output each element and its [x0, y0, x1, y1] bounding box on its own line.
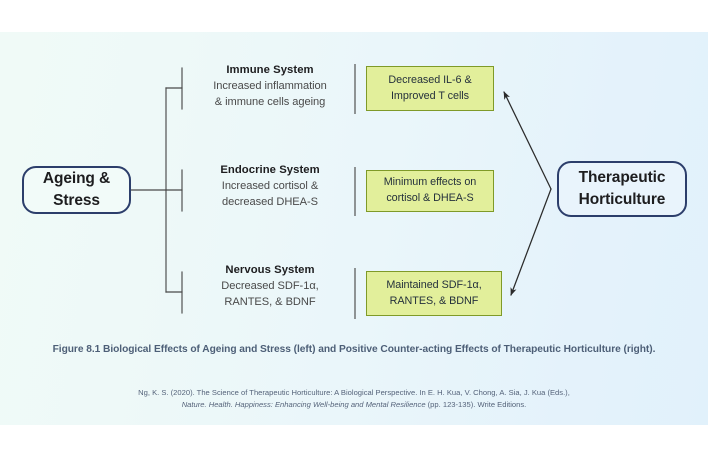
- outcome-nervous-line2: RANTES, & BDNF: [389, 294, 479, 307]
- citation-book-title: Nature. Health. Happiness: Enhancing Wel…: [181, 399, 426, 409]
- figure-caption: Figure 8.1 Biological Effects of Ageing …: [52, 344, 656, 355]
- citation-line2: Nature. Health. Happiness: Enhancing Wel…: [0, 399, 708, 411]
- outcome-endocrine-line1: Minimum effects on: [383, 176, 477, 189]
- therapeutic-horticulture-line2: Horticulture: [578, 191, 666, 208]
- ageing-stress-line1: Ageing &: [42, 169, 111, 187]
- therapeutic-horticulture-line1: Therapeutic: [578, 168, 666, 186]
- system-desc-immune: Increased inflammation & immune cells ag…: [185, 79, 355, 111]
- figure-canvas: Ageing & Stress Therapeutic Horticulture…: [0, 32, 708, 425]
- system-desc-immune-line2: & immune cells ageing: [214, 95, 326, 108]
- node-therapeutic-horticulture: Therapeutic Horticulture: [557, 161, 687, 217]
- outcome-box-nervous: Maintained SDF-1α, RANTES, & BDNF: [366, 271, 502, 316]
- ageing-stress-line2: Stress: [53, 192, 100, 209]
- system-desc-endocrine: Increased cortisol & decreased DHEA-S: [185, 179, 355, 211]
- system-desc-nervous-line1: Decreased SDF-1α,: [221, 280, 319, 292]
- figure-citation: Ng, K. S. (2020). The Science of Therape…: [0, 387, 708, 411]
- outcome-immune-line2: Improved T cells: [390, 89, 469, 102]
- arrow-to-immune-outcome: [503, 91, 552, 190]
- node-ageing-and-stress: Ageing & Stress: [22, 166, 131, 214]
- system-group-nervous: Nervous System Decreased SDF-1α, RANTES,…: [185, 264, 355, 311]
- outcome-box-immune: Decreased IL-6 & Improved T cells: [366, 66, 494, 111]
- system-group-endocrine: Endocrine System Increased cortisol & de…: [185, 164, 355, 211]
- system-desc-immune-line1: Increased inflammation: [213, 80, 327, 92]
- system-title-nervous: Nervous System: [225, 264, 315, 276]
- outcome-nervous-line1: Maintained SDF-1α,: [386, 278, 482, 291]
- outcome-endocrine-line2: cortisol & DHEA-S: [386, 192, 474, 204]
- citation-line1: Ng, K. S. (2020). The Science of Therape…: [138, 388, 570, 397]
- system-desc-nervous: Decreased SDF-1α, RANTES, & BDNF: [185, 279, 355, 311]
- citation-pages: (pp. 123-135). Write Editions.: [425, 399, 527, 409]
- outcome-immune-line1: Decreased IL-6 &: [388, 73, 472, 86]
- system-desc-endocrine-line1: Increased cortisol &: [221, 180, 319, 192]
- system-desc-endocrine-line2: decreased DHEA-S: [221, 195, 318, 208]
- system-title-immune: Immune System: [226, 64, 314, 76]
- system-desc-nervous-line2: RANTES, & BDNF: [224, 295, 316, 308]
- outcome-box-endocrine: Minimum effects on cortisol & DHEA-S: [366, 170, 494, 212]
- system-group-immune: Immune System Increased inflammation & i…: [185, 64, 355, 111]
- arrow-to-nervous-outcome: [510, 188, 552, 296]
- system-title-endocrine: Endocrine System: [220, 164, 320, 176]
